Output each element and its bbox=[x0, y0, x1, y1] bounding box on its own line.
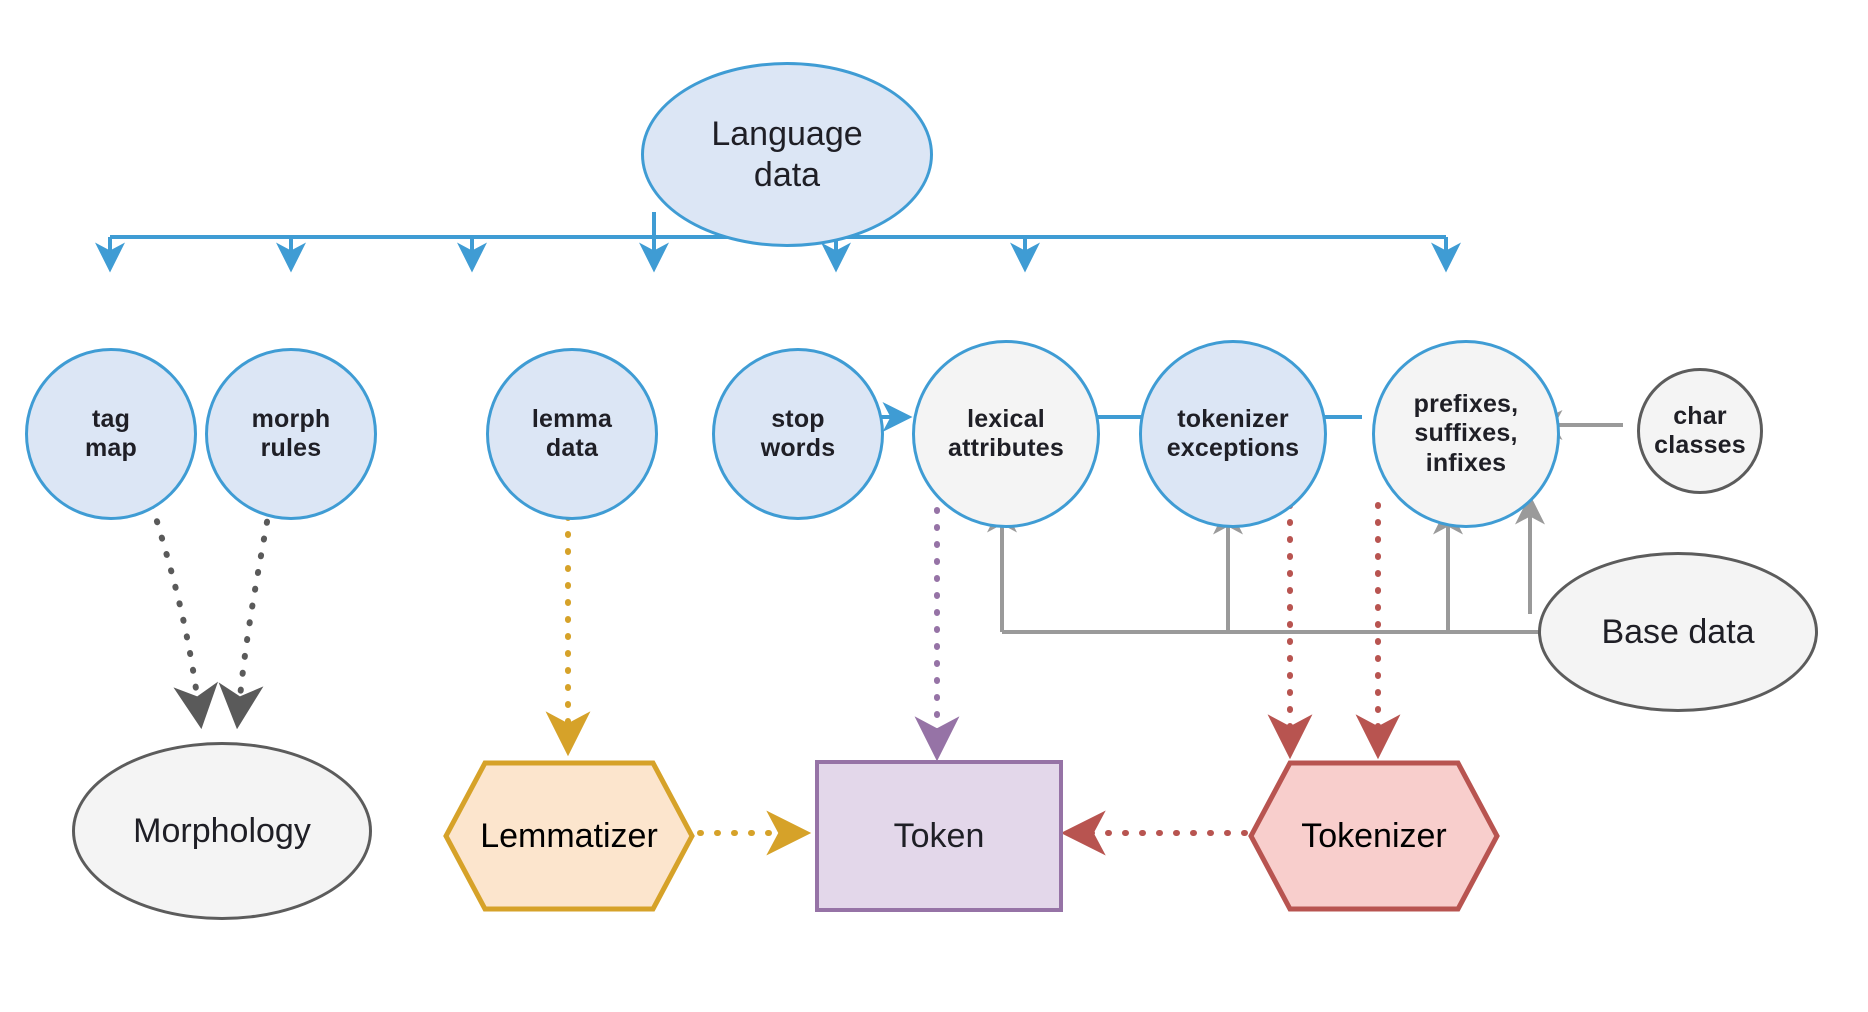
node-char-classes-line2: classes bbox=[1654, 431, 1746, 459]
node-affixes-line3: infixes bbox=[1425, 448, 1507, 477]
node-stop-words[interactable]: stop words bbox=[712, 348, 884, 520]
node-morph-rules[interactable]: morph rules bbox=[205, 348, 377, 520]
edge-basedata-bus bbox=[987, 494, 1545, 634]
edge-tagmap-to-morphology bbox=[149, 502, 219, 730]
node-morph-rules-line1: morph bbox=[251, 404, 331, 433]
node-language-data[interactable]: Language data bbox=[641, 62, 933, 247]
node-tokenizer[interactable]: Tokenizer bbox=[1248, 760, 1500, 912]
node-stop-words-line1: stop bbox=[771, 404, 825, 433]
edge-morphrules-to-morphology bbox=[218, 502, 273, 730]
node-token[interactable]: Token bbox=[815, 760, 1063, 912]
node-token-label: Token bbox=[893, 816, 985, 855]
node-char-classes-line1: char bbox=[1673, 401, 1727, 430]
node-lemma-data[interactable]: lemma data bbox=[486, 348, 658, 520]
node-tag-map-line2: map bbox=[84, 434, 137, 462]
node-morphology-label: Morphology bbox=[133, 811, 311, 850]
node-base-data-label: Base data bbox=[1601, 612, 1755, 651]
node-affixes-line1: prefixes, bbox=[1413, 389, 1519, 418]
node-morphology[interactable]: Morphology bbox=[72, 742, 372, 920]
node-affixes-line2: suffixes, bbox=[1414, 419, 1518, 448]
node-tag-map-line1: tag bbox=[91, 404, 131, 433]
lemmatizer-hexagon-shape bbox=[443, 760, 695, 912]
node-morph-rules-line2: rules bbox=[260, 434, 322, 462]
node-lexical-attributes-line1: lexical bbox=[967, 404, 1045, 433]
node-language-data-line2: data bbox=[753, 155, 821, 194]
node-tag-map[interactable]: tag map bbox=[25, 348, 197, 520]
node-lemma-data-line2: data bbox=[545, 434, 599, 462]
node-tokenizer-exceptions-line2: exceptions bbox=[1166, 434, 1300, 462]
tokenizer-hexagon-shape bbox=[1248, 760, 1500, 912]
node-lemmatizer[interactable]: Lemmatizer bbox=[443, 760, 695, 912]
node-affixes[interactable]: prefixes, suffixes, infixes bbox=[1372, 340, 1560, 528]
node-char-classes[interactable]: char classes bbox=[1637, 368, 1763, 494]
node-language-data-line1: Language bbox=[711, 115, 863, 154]
node-lemma-data-line1: lemma bbox=[531, 404, 613, 433]
node-base-data[interactable]: Base data bbox=[1538, 552, 1818, 712]
node-lexical-attributes[interactable]: lexical attributes bbox=[912, 340, 1100, 528]
node-tokenizer-exceptions-line1: tokenizer bbox=[1177, 404, 1289, 433]
node-tokenizer-label: Tokenizer bbox=[1301, 816, 1447, 855]
node-lexical-attributes-line2: attributes bbox=[948, 434, 1064, 462]
node-stop-words-line2: words bbox=[760, 434, 836, 462]
node-lemmatizer-label: Lemmatizer bbox=[480, 816, 658, 855]
node-tokenizer-exceptions[interactable]: tokenizer exceptions bbox=[1139, 340, 1327, 528]
